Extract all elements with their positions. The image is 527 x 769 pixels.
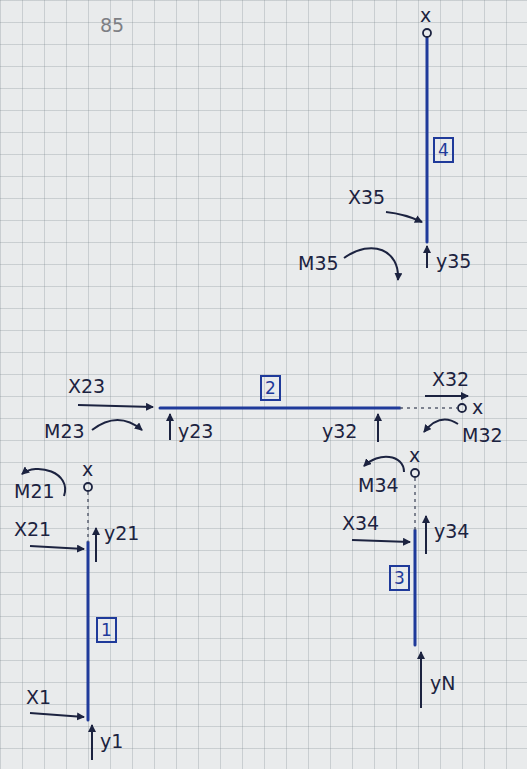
dashed-extension [414,478,416,530]
dashed-extension [87,492,89,542]
force-label: y32 [322,420,357,442]
member-number: 3 [394,568,405,588]
force-label: y1 [100,730,123,752]
force-arrow [30,546,84,549]
force-label: X23 [68,375,105,397]
member-number-box: 1 [96,617,117,643]
member-number-box: 4 [433,137,454,163]
force-label: X21 [14,518,51,540]
force-label: M35 [298,252,339,274]
force-label: y23 [178,420,213,442]
joint-circle [458,404,466,412]
force-label: M23 [44,420,85,442]
force-label: x [472,396,483,418]
force-label: X35 [348,186,385,208]
force-label: y21 [104,522,139,544]
force-label: X34 [342,512,379,534]
force-arrow [425,395,468,397]
joint-circle [411,469,419,477]
force-label: M21 [14,480,55,502]
force-arrow [425,516,427,554]
force-arrow [386,212,422,222]
member-number-box: 3 [389,565,410,591]
force-label: yN [430,672,455,694]
member-number: 1 [101,620,112,640]
force-label: y34 [434,520,469,542]
moment-arrow [92,420,142,430]
member-1 [87,542,90,720]
force-label: X1 [26,686,51,708]
force-label: M32 [462,424,503,446]
moment-arrow [364,457,404,472]
force-label: x [409,444,420,466]
force-arrow [377,414,379,442]
force-label: x [82,458,93,480]
force-arrow [78,405,153,407]
force-arrow [30,713,84,717]
joint-circle [423,29,431,37]
moment-arrow [344,248,398,280]
moment-arrow [424,420,458,433]
force-label: y35 [436,250,471,272]
force-arrow [169,414,171,440]
member-2 [160,407,400,410]
force-arrow [95,528,97,562]
member-4 [426,38,429,242]
joint-circle [84,483,92,491]
force-arrow [91,725,93,760]
force-label: X32 [432,368,469,390]
page-number: 85 [100,14,124,36]
dashed-extension [400,407,457,409]
member-number: 2 [265,378,276,398]
force-label: M34 [358,474,399,496]
member-3 [414,530,417,645]
force-arrow [426,246,428,268]
member-number: 4 [438,140,449,160]
force-arrow [420,652,422,708]
member-number-box: 2 [260,375,281,401]
force-label: x [420,4,431,26]
force-arrow [352,540,410,542]
